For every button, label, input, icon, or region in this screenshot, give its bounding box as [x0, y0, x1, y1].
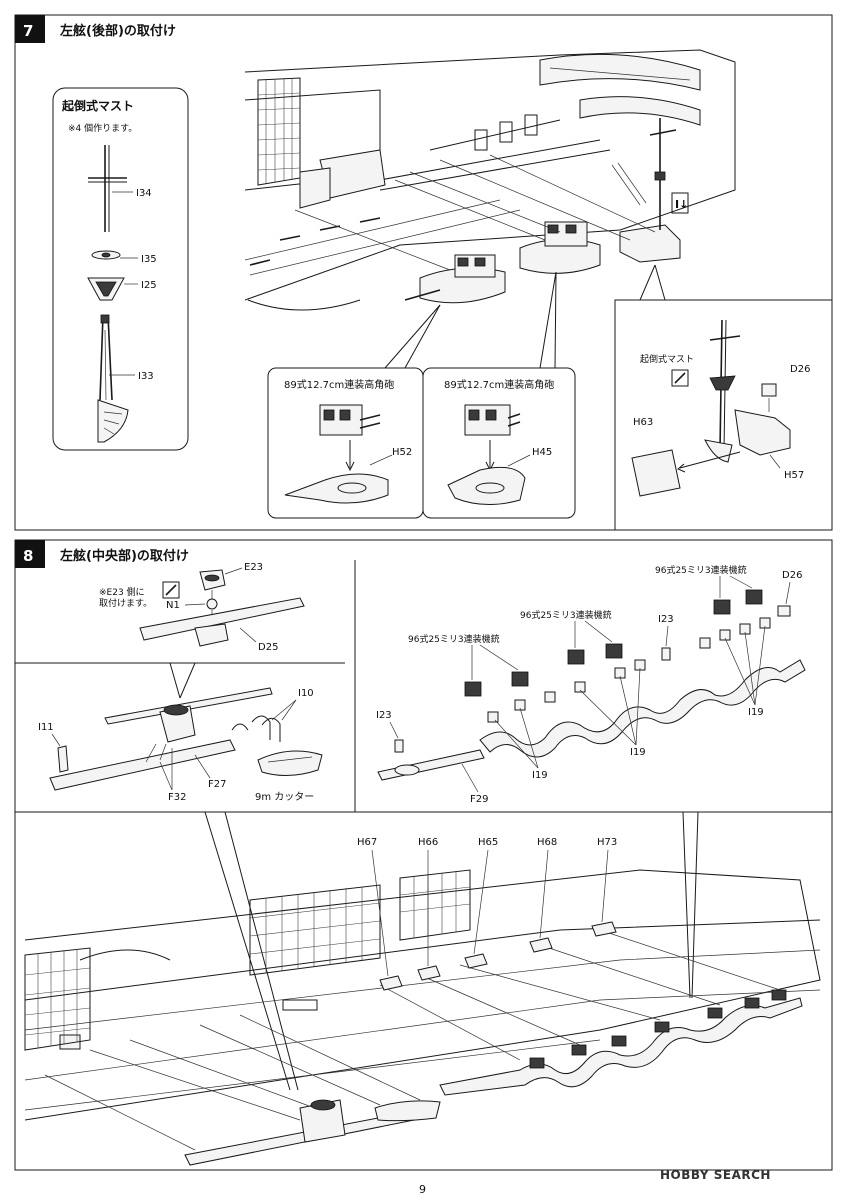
part-label-H65: H65 [478, 837, 498, 848]
part-label-I19-c: I19 [748, 707, 764, 718]
step-7-frame [14, 14, 833, 531]
part-label-I19-a: I19 [532, 770, 548, 781]
mg-caption-right: 96式25ミリ3連装機銃 [655, 564, 747, 576]
mast-panel-frame [52, 87, 189, 451]
callout-bottom-left-b [224, 811, 299, 1091]
callout-d25-b [179, 662, 196, 699]
rotate-symbol: I↓ [671, 192, 689, 214]
assembly-D25: ※E23 側に 取付けます。 E23 N1 D25 [99, 562, 305, 653]
note-line-1: ※E23 側に [99, 586, 145, 598]
rotate-symbol-text: I↓ [675, 198, 688, 211]
part-label-F29: F29 [470, 794, 488, 805]
detail-H52-box: 89式12.7cm連装高角砲 H52 [267, 367, 424, 519]
hull-grid-mid [249, 884, 381, 976]
callout-line-4 [554, 271, 557, 369]
step-7-number-box [15, 15, 45, 43]
hull-rear-drawing [244, 49, 736, 311]
part-label-D26-top: D26 [790, 364, 810, 375]
part-label-F27: F27 [208, 779, 226, 790]
part-label-H68: H68 [537, 837, 557, 848]
callout-line-6 [654, 264, 666, 301]
part-label-I25: I25 [141, 280, 157, 291]
mast-panel: 起倒式マスト ※4 個作ります。 I34 I35 [52, 87, 189, 451]
detail-mast-box: 起倒式マスト D26 H63 H57 [614, 299, 833, 531]
turret-H52-on-hull [404, 254, 506, 304]
detail-H45-caption: 89式12.7cm連装高角砲 [444, 378, 554, 391]
part-label-H52: H52 [392, 447, 412, 458]
hull-mid-drawing [24, 849, 821, 1166]
callout-line-5 [639, 264, 656, 301]
part-label-H57: H57 [784, 470, 804, 481]
note-line-2: 取付けます。 [99, 598, 152, 609]
step-7-title: 左舷(後部)の取付け [60, 23, 176, 39]
part-label-E23: E23 [244, 562, 263, 573]
part-I35-drawing [91, 250, 121, 260]
part-label-H63: H63 [633, 417, 653, 428]
part-label-I34: I34 [136, 188, 152, 199]
part-label-I11: I11 [38, 722, 54, 733]
step-7: 7 左舷(後部)の取付け 起倒式マスト ※4 個作ります。 I34 I35 [14, 14, 833, 531]
step-8: 8 左舷(中央部)の取付け ※E23 側に 取付けます。 E23 N1 D25 [14, 539, 833, 1171]
part-label-D25: D25 [258, 642, 278, 653]
detail-H52-caption: 89式12.7cm連装高角砲 [284, 378, 394, 391]
part-I33-drawing [97, 314, 129, 443]
step-8-number: 8 [23, 547, 33, 565]
part-label-H73: H73 [597, 837, 617, 848]
callout-bottom-left-a [204, 811, 291, 1091]
step-8-frame [14, 539, 833, 1171]
part-I25-drawing [87, 277, 125, 301]
turret-H45-on-hull [519, 221, 601, 274]
callout-line-3 [539, 271, 557, 369]
callout-bottom-right-b [691, 811, 699, 999]
cutter-boat-label: 9m カッター [255, 791, 314, 803]
callout-d25-a [169, 662, 181, 699]
part-label-I23-right: I23 [658, 614, 674, 625]
mast-panel-title: 起倒式マスト [61, 98, 134, 113]
detail-H45-box: 89式12.7cm連装高角砲 H45 [422, 367, 576, 519]
assembly-F29: 96式25ミリ3連装機銃 96式25ミリ3連装機銃 96式25ミリ3連装機銃 D… [376, 564, 806, 805]
part-label-H45: H45 [532, 447, 552, 458]
part-label-D26: D26 [782, 570, 802, 581]
mg-caption-left: 96式25ミリ3連装機銃 [408, 633, 500, 645]
watermark: HOBBY SEARCH [660, 1168, 771, 1182]
detail-mast-caption: 起倒式マスト [640, 353, 694, 365]
hull-grid-right [399, 869, 471, 941]
part-label-H67: H67 [357, 837, 377, 848]
guide-lines-step7 [294, 154, 656, 271]
hull-grid-rear [257, 77, 301, 186]
step-8-number-box [15, 540, 45, 568]
part-label-I10: I10 [298, 688, 314, 699]
callout-line-2 [404, 304, 441, 369]
part-label-I35: I35 [141, 254, 157, 265]
mast-panel-note: ※4 個作ります。 [68, 122, 137, 134]
part-label-I23-left: I23 [376, 710, 392, 721]
mast-box-on-hull [619, 118, 681, 263]
part-label-N1: N1 [166, 600, 180, 611]
assembly-F27: I10 I11 F27 F32 9m カッター [38, 687, 323, 803]
hull-grid-left [24, 947, 91, 1051]
part-label-F32: F32 [168, 792, 186, 803]
part-label-I19-b: I19 [630, 747, 646, 758]
mg-caption-mid: 96式25ミリ3連装機銃 [520, 609, 612, 621]
step-7-number: 7 [23, 22, 33, 40]
part-I34-drawing [88, 145, 127, 232]
step-8-title: 左舷(中央部)の取付け [60, 548, 189, 564]
callout-line-1 [384, 304, 441, 369]
part-label-I33: I33 [138, 371, 154, 382]
callout-bottom-right-a [682, 811, 691, 999]
page-number: 9 [419, 1183, 426, 1196]
mg-guns-row [394, 589, 791, 753]
part-label-H66: H66 [418, 837, 438, 848]
